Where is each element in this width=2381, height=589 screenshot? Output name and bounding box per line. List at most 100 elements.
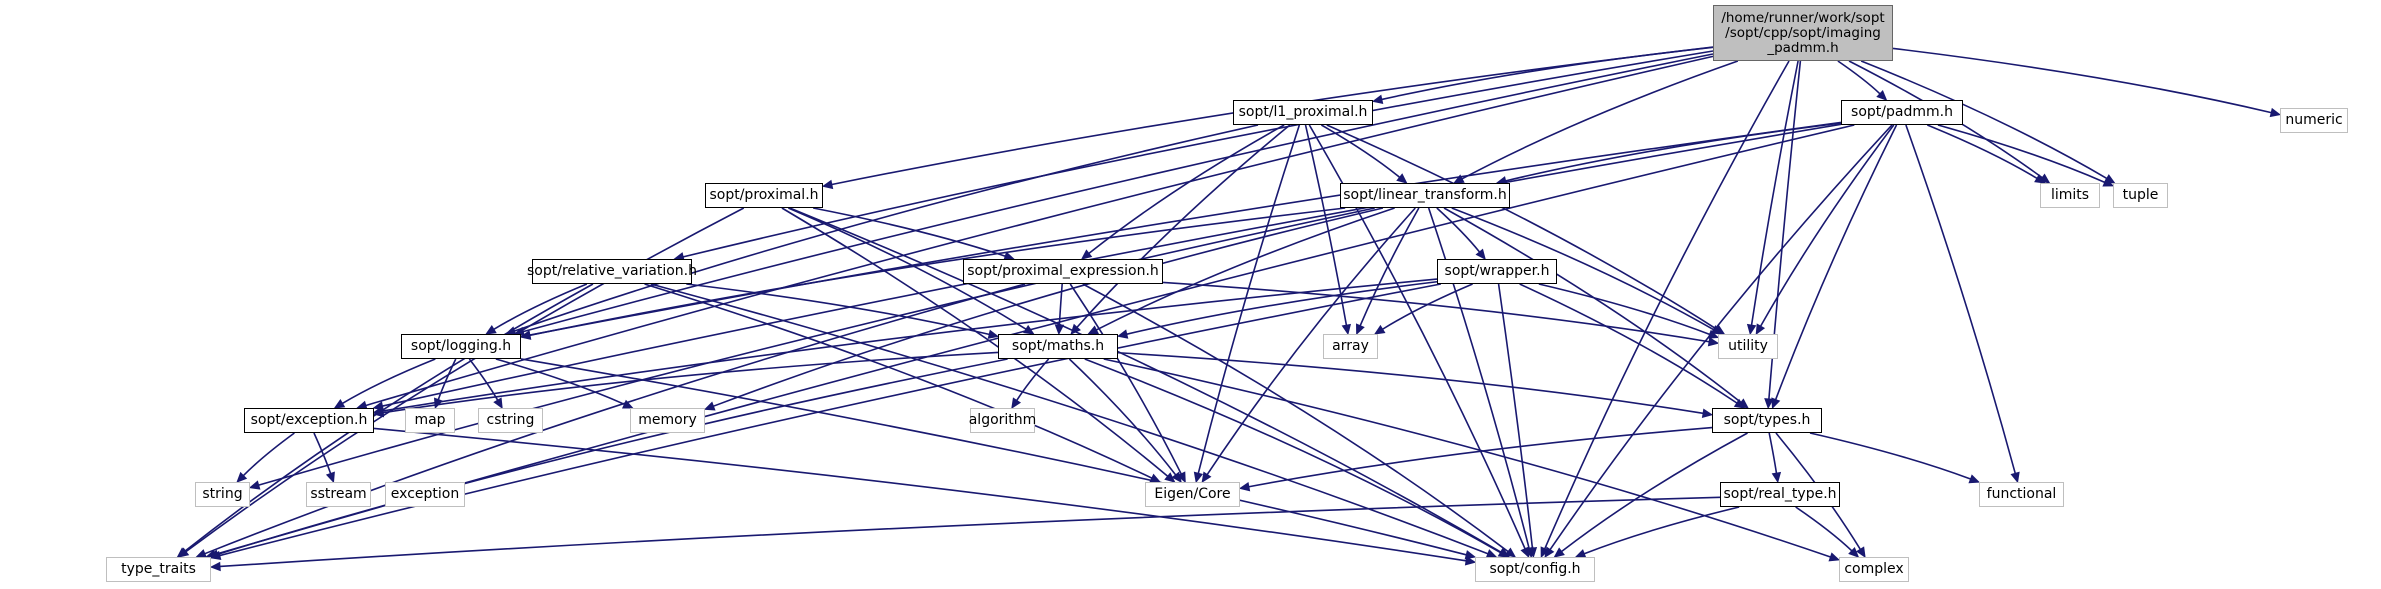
edge-linear_transform-to-maths bbox=[1096, 207, 1395, 331]
node-linear-transform[interactable]: sopt/linear_transform.h bbox=[1340, 183, 1510, 208]
arrowhead-proximal-to-maths bbox=[1023, 324, 1035, 335]
arrowhead-root-to-padmm bbox=[1876, 89, 1888, 101]
edge-proximal_expression-to-config bbox=[1082, 283, 1509, 553]
edge-proximal_expression-to-utility bbox=[1162, 281, 1710, 343]
arrowhead-padmm-to-functional bbox=[2010, 471, 2020, 484]
node-types[interactable]: sopt/types.h bbox=[1712, 408, 1822, 433]
arrowhead-root-to-utility bbox=[1746, 323, 1757, 336]
edge-maths-to-complex bbox=[1103, 358, 1831, 558]
node-proximal[interactable]: sopt/proximal.h bbox=[705, 183, 823, 208]
arrowhead-maths-to-algorithm bbox=[1011, 397, 1022, 410]
edge-relative_variation-to-maths bbox=[686, 283, 990, 336]
edge-types-to-config bbox=[1561, 432, 1748, 553]
node-proximal-expression[interactable]: sopt/proximal_expression.h bbox=[963, 259, 1163, 284]
node-config: sopt/config.h bbox=[1475, 557, 1595, 582]
node-array: array bbox=[1323, 334, 1378, 359]
node-l1-proximal[interactable]: sopt/l1_proximal.h bbox=[1233, 100, 1373, 125]
arrowhead-maths-to-eigen_core bbox=[1171, 471, 1182, 483]
edge-linear_transform-to-utility bbox=[1451, 207, 1714, 331]
node-sstream: sstream bbox=[306, 482, 371, 507]
arrowhead-logging-to-config bbox=[1464, 550, 1477, 560]
arrowhead-linear_transform-to-wrapper bbox=[1475, 248, 1486, 260]
edge-types-to-eigen_core bbox=[1248, 426, 1713, 488]
arrowhead-logging-to-cstring bbox=[493, 397, 503, 410]
arrowhead-wrapper-to-types bbox=[1733, 398, 1746, 409]
arrowhead-linear_transform-to-maths bbox=[1087, 325, 1100, 335]
edge-types-to-functional bbox=[1809, 432, 1971, 480]
arrowhead-maths-to-exception bbox=[372, 407, 385, 418]
edge-linear_transform-to-types bbox=[1443, 207, 1742, 404]
edge-exception-to-sstream bbox=[313, 432, 332, 474]
edge-root-to-numeric bbox=[1892, 47, 2272, 114]
arrowhead-proximal_expression-to-utility bbox=[1707, 336, 1720, 347]
edge-wrapper-to-maths bbox=[1126, 280, 1438, 335]
edge-l1_proximal-to-eigen_core bbox=[1197, 124, 1301, 474]
edge-exception-to-config bbox=[373, 427, 1467, 562]
arrowhead-types-to-eigen_core bbox=[1238, 481, 1251, 492]
node-padmm[interactable]: sopt/padmm.h bbox=[1841, 100, 1963, 125]
arrowhead-wrapper-to-array bbox=[1373, 324, 1386, 335]
edge-padmm-to-types bbox=[1774, 124, 1898, 400]
arrowhead-padmm-to-utility bbox=[1755, 323, 1766, 336]
edge-proximal-to-config bbox=[789, 207, 1502, 554]
node-relative-variation[interactable]: sopt/relative_variation.h bbox=[527, 259, 697, 284]
node-real-type[interactable]: sopt/real_type.h bbox=[1720, 482, 1840, 507]
arrowhead-l1_proximal-to-proximal_expression bbox=[1080, 249, 1093, 260]
edge-real_type-to-type_traits bbox=[219, 496, 1721, 568]
edge-padmm-to-utility bbox=[1759, 124, 1895, 327]
arrowhead-padmm-to-limits bbox=[2034, 174, 2046, 184]
node-algorithm: algorithm bbox=[969, 408, 1036, 433]
edge-linear_transform-to-string bbox=[258, 207, 1375, 486]
arrowhead-linear_transform-to-memory bbox=[703, 401, 716, 411]
node-utility: utility bbox=[1718, 334, 1778, 359]
arrowhead-linear_transform-to-logging bbox=[519, 330, 532, 340]
edge-proximal-to-maths bbox=[788, 207, 1027, 330]
arrowhead-exception-to-string bbox=[236, 471, 248, 483]
edge-maths-to-algorithm bbox=[1016, 358, 1050, 401]
arrowhead-relative_variation-to-type_traits bbox=[176, 547, 188, 558]
edge-relative_variation-to-config bbox=[650, 283, 1489, 555]
arrowhead-l1_proximal-to-linear_transform bbox=[1396, 173, 1408, 184]
edge-l1_proximal-to-array bbox=[1304, 124, 1348, 326]
arrowhead-maths-to-config bbox=[1497, 548, 1510, 558]
arrowhead-wrapper-to-utility bbox=[1707, 329, 1720, 339]
edge-wrapper-to-types bbox=[1519, 283, 1738, 404]
node-tuple: tuple bbox=[2113, 183, 2168, 208]
node-exception-std: exception bbox=[385, 482, 465, 507]
arrowhead-maths-to-complex bbox=[1828, 552, 1841, 562]
edge-types-to-real_type bbox=[1768, 432, 1778, 474]
arrowhead-wrapper-to-maths bbox=[1116, 329, 1129, 339]
arrowhead-relative_variation-to-logging bbox=[485, 325, 497, 335]
edge-maths-to-types bbox=[1117, 351, 1704, 415]
arrowhead-l1_proximal-to-array bbox=[1341, 323, 1351, 336]
arrowhead-relative_variation-to-maths bbox=[987, 329, 1000, 339]
edge-root-to-exception bbox=[365, 55, 1714, 407]
arrowhead-linear_transform-to-string bbox=[248, 480, 261, 490]
node-wrapper[interactable]: sopt/wrapper.h bbox=[1437, 259, 1557, 284]
arrowhead-proximal_expression-to-config bbox=[1504, 547, 1517, 558]
node-exception-h[interactable]: sopt/exception.h bbox=[244, 408, 374, 433]
edge-root-to-tuple bbox=[1860, 60, 2108, 180]
edge-root-to-padmm bbox=[1837, 60, 1881, 95]
arrowhead-padmm-to-config bbox=[1544, 546, 1555, 559]
node-root[interactable]: /home/runner/work/sopt/sopt/cpp/sopt/ima… bbox=[1713, 5, 1893, 61]
arrowhead-exception-to-config bbox=[1464, 556, 1477, 566]
node-maths[interactable]: sopt/maths.h bbox=[998, 334, 1118, 359]
edge-proximal-to-eigen_core bbox=[781, 207, 1169, 477]
edge-linear_transform-to-array bbox=[1359, 207, 1420, 327]
arrowhead-root-to-l1_proximal bbox=[1371, 94, 1384, 104]
edge-relative_variation-to-logging bbox=[493, 283, 588, 331]
arrowhead-linear_transform-to-utility bbox=[1710, 325, 1723, 335]
arrowhead-logging-to-memory bbox=[621, 399, 634, 409]
arrowhead-wrapper-to-config bbox=[1527, 547, 1538, 559]
edge-root-to-linear_transform bbox=[1461, 60, 1739, 180]
edge-wrapper-to-utility bbox=[1538, 283, 1710, 336]
edge-maths-to-eigen_core bbox=[1068, 358, 1177, 476]
arrowhead-proximal_expression-to-maths bbox=[1054, 324, 1065, 336]
node-eigen-core: Eigen/Core bbox=[1145, 482, 1240, 507]
node-logging[interactable]: sopt/logging.h bbox=[401, 334, 521, 359]
edge-logging-to-config bbox=[520, 358, 1467, 556]
arrowhead-types-to-complex bbox=[1855, 546, 1866, 559]
edge-logging-to-map bbox=[437, 358, 457, 400]
edge-layer bbox=[176, 46, 2282, 572]
